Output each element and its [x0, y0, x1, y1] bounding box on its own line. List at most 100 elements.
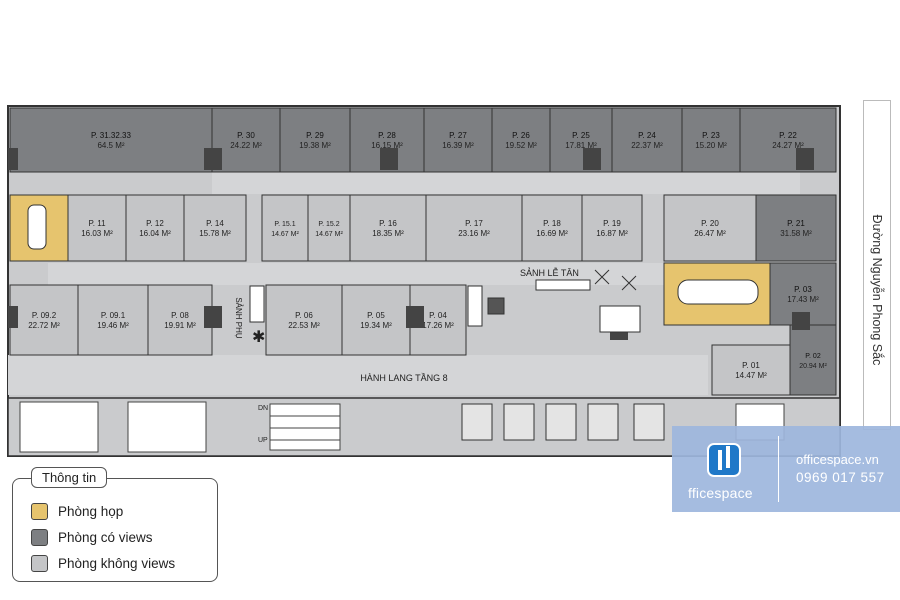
- room-name: P. 15.2: [318, 221, 339, 228]
- legend-title: Thông tin: [31, 467, 108, 488]
- room-name: P. 18: [543, 219, 561, 228]
- room-p24[interactable]: [611, 107, 683, 173]
- room-p21[interactable]: [755, 194, 837, 262]
- room-p30[interactable]: [211, 107, 281, 173]
- room-p16[interactable]: [349, 194, 427, 262]
- street-label: Đường Nguyễn Phong Sắc: [870, 214, 884, 366]
- legend-swatch-meeting: [31, 503, 48, 520]
- side-lobby-label: SẢNH PHỤ: [234, 297, 243, 339]
- room-name: P. 19: [603, 219, 621, 228]
- room-p02[interactable]: [789, 324, 837, 396]
- room-p12[interactable]: [125, 194, 185, 262]
- room-area: 17.26 M²: [422, 321, 454, 330]
- stairs-down-label: DN: [258, 405, 268, 412]
- entrance-icon: ✱: [252, 329, 265, 346]
- room-p19[interactable]: [581, 194, 643, 262]
- room-name: P. 12: [146, 219, 164, 228]
- room-p29[interactable]: [279, 107, 351, 173]
- room-area: 14.67 M²: [271, 231, 299, 238]
- lobby-furniture: [249, 269, 641, 333]
- room-name: P. 25: [572, 131, 590, 140]
- room-area: 16.04 M²: [139, 229, 171, 238]
- room-area: 16.15 M²: [371, 141, 403, 150]
- room-name: P. 23: [702, 131, 720, 140]
- room-area: 19.91 M²: [164, 321, 196, 330]
- corridor-label: HÀNH LANG TẦNG 8: [360, 373, 447, 383]
- room-p25[interactable]: [549, 107, 613, 173]
- room-p22[interactable]: [739, 107, 837, 173]
- room-area: 19.46 M²: [97, 321, 129, 330]
- brand-phone[interactable]: 0969 017 557: [796, 470, 885, 485]
- room-area: 22.53 M²: [288, 321, 320, 330]
- room-p18[interactable]: [521, 194, 583, 262]
- room-area: 16.03 M²: [81, 229, 113, 238]
- room-p23[interactable]: [681, 107, 741, 173]
- restrooms: [19, 401, 207, 453]
- room-name: P. 30: [237, 131, 255, 140]
- room-area: 16.87 M²: [596, 229, 628, 238]
- corridor-middle: [48, 263, 668, 285]
- legend-label: Phòng có views: [58, 530, 153, 545]
- room-name: P. 31.32.33: [91, 131, 131, 140]
- elevators: [461, 403, 665, 441]
- room-name: P. 02: [805, 353, 821, 360]
- room-p20[interactable]: [663, 194, 757, 262]
- room-area: 16.39 M²: [442, 141, 474, 150]
- room-p26[interactable]: [491, 107, 551, 173]
- room-name: P. 27: [449, 131, 467, 140]
- room-p31[interactable]: [9, 107, 213, 173]
- room-area: 18.35 M²: [372, 229, 404, 238]
- room-area: 24.27 M²: [772, 141, 804, 150]
- room-area: 22.72 M²: [28, 321, 60, 330]
- room-area: 19.38 M²: [299, 141, 331, 150]
- stairs: [269, 403, 341, 451]
- legend-swatch-views: [31, 529, 48, 546]
- brand-logo-icon: [707, 443, 741, 477]
- room-name: P. 01: [742, 361, 760, 370]
- room-area: 17.43 M²: [787, 295, 819, 304]
- legend: Thông tin Phòng họp Phòng có views Phòng…: [12, 467, 218, 582]
- room-name: P. 09.2: [32, 311, 57, 320]
- room-area: 16.69 M²: [536, 229, 568, 238]
- legend-item-noviews: Phòng không views: [31, 555, 175, 572]
- room-area: 14.67 M²: [315, 231, 343, 238]
- room-p01[interactable]: [711, 344, 791, 396]
- room-p14[interactable]: [183, 194, 247, 262]
- legend-swatch-noviews: [31, 555, 48, 572]
- room-area: 19.34 M²: [360, 321, 392, 330]
- room-name: P. 06: [295, 311, 313, 320]
- room-name: P. 14: [206, 219, 224, 228]
- room-area: 14.47 M²: [735, 371, 767, 380]
- lobby-label: SẢNH LỄ TÂN: [520, 267, 579, 278]
- room-p08[interactable]: [147, 284, 213, 356]
- room-p05[interactable]: [341, 284, 411, 356]
- room-area: 15.20 M²: [695, 141, 727, 150]
- room-p11[interactable]: [67, 194, 127, 262]
- stairs-up-label: UP: [258, 437, 268, 444]
- corridor-upper: [212, 172, 800, 194]
- legend-item-views: Phòng có views: [31, 529, 153, 546]
- room-name: P. 29: [306, 131, 324, 140]
- room-name: P. 16: [379, 219, 397, 228]
- room-area: 22.37 M²: [631, 141, 663, 150]
- room-p27[interactable]: [423, 107, 493, 173]
- room-p152[interactable]: [307, 194, 351, 262]
- room-area: 24.22 M²: [230, 141, 262, 150]
- room-area: 20.94 M²: [799, 363, 827, 370]
- room-name: P. 20: [701, 219, 719, 228]
- room-p06[interactable]: [265, 284, 343, 356]
- room-name: P. 09.1: [101, 311, 126, 320]
- legend-label: Phòng không views: [58, 556, 176, 571]
- room-p17[interactable]: [425, 194, 523, 262]
- room-name: P. 26: [512, 131, 530, 140]
- room-p091[interactable]: [77, 284, 149, 356]
- room-p151[interactable]: [261, 194, 309, 262]
- brand-website[interactable]: officespace.vn: [796, 452, 879, 467]
- room-area: 64.5 M²: [97, 141, 124, 150]
- room-p092[interactable]: [9, 284, 79, 356]
- room-name: P. 04: [429, 311, 447, 320]
- legend-item-meeting: Phòng họp: [31, 503, 123, 520]
- room-name: P. 08: [171, 311, 189, 320]
